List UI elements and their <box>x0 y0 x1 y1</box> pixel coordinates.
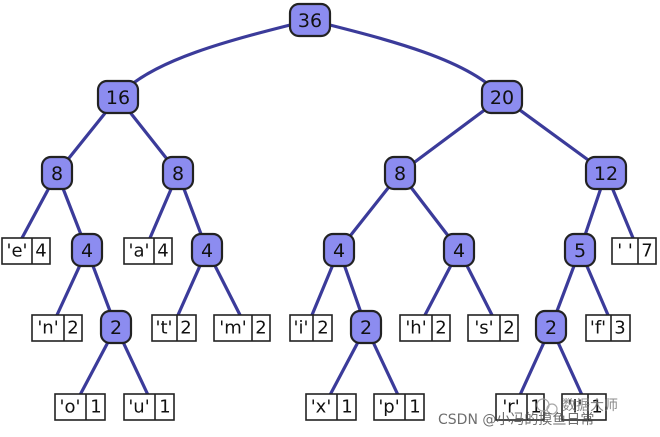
leaf-t: 't' 2 <box>151 314 197 342</box>
node-label: 36 <box>298 10 322 32</box>
leaf-count: 2 <box>317 318 328 339</box>
leaf-a: 'a' 4 <box>123 237 173 265</box>
node-label: 2 <box>360 317 372 339</box>
leaf-count: 7 <box>641 241 652 262</box>
node-label: 8 <box>51 163 63 185</box>
leaf-i: 'i' 2 <box>289 314 333 342</box>
leaf-count: 1 <box>90 397 101 418</box>
leaf-char: 's' <box>474 318 493 339</box>
leaf-count: 4 <box>35 241 46 262</box>
node-label: 16 <box>106 87 130 109</box>
leaf-count: 2 <box>255 318 266 339</box>
node-4-b: 4 <box>190 232 224 268</box>
node-label: 8 <box>172 163 184 185</box>
node-20: 20 <box>480 79 524 115</box>
wechat-logo-icon <box>536 398 558 415</box>
node-label: 20 <box>490 87 514 109</box>
node-label: 2 <box>545 317 557 339</box>
node-8-left: 8 <box>40 155 74 191</box>
leaf-e: 'e' 4 <box>1 237 51 265</box>
node-2-a: 2 <box>99 309 133 345</box>
leaf-char: 'p' <box>378 397 399 418</box>
node-8-right: 8 <box>383 155 417 191</box>
wechat-watermark-text: 数据大师 <box>562 398 618 414</box>
leaf-x: 'x' 1 <box>305 393 357 421</box>
node-12: 12 <box>584 155 628 191</box>
leaf-p: 'p' 1 <box>373 393 425 421</box>
leaf-n: 'n' 2 <box>31 314 83 342</box>
leaf-count: 3 <box>614 318 625 339</box>
leaf-char: 'n' <box>37 318 58 339</box>
leaf-count: 1 <box>530 397 541 418</box>
csdn-watermark-text: CSDN @小冯的摸鱼日常 <box>438 411 594 428</box>
leaf-char: 'u' <box>128 397 149 418</box>
node-label: 8 <box>394 163 406 185</box>
watermark: 数据大师 CSDN @小冯的摸鱼日常 <box>438 398 618 428</box>
leaf-char: 'o' <box>60 397 81 418</box>
edge-root-16 <box>116 18 312 99</box>
node-4-a: 4 <box>70 232 104 268</box>
node-label: 4 <box>333 240 345 262</box>
leaf-count: 2 <box>67 318 78 339</box>
leaf-l: 'l' 1 <box>561 393 607 421</box>
leaf-count: 2 <box>435 318 446 339</box>
leaf-count: 4 <box>157 241 168 262</box>
leaf-s: 's' 2 <box>467 314 519 342</box>
leaf-count: 1 <box>159 397 170 418</box>
leaf-space: ' ' 7 <box>611 237 657 265</box>
leaf-u: 'u' 1 <box>123 393 175 421</box>
node-5: 5 <box>563 232 597 268</box>
node-4-c: 4 <box>322 232 356 268</box>
leaf-count: 1 <box>341 397 352 418</box>
node-8-middle: 8 <box>161 155 195 191</box>
leaf-h: 'h' 2 <box>399 314 451 342</box>
node-label: 4 <box>453 240 465 262</box>
node-2-b: 2 <box>349 309 383 345</box>
leaf-char: 't' <box>156 318 173 339</box>
node-4-d: 4 <box>442 232 476 268</box>
leaf-char: 'r' <box>502 397 519 418</box>
leaf-char: 'f' <box>590 318 606 339</box>
leaf-o: 'o' 1 <box>54 393 106 421</box>
leaf-m: 'm' 2 <box>213 314 271 342</box>
leaf-char: 'e' <box>7 241 28 262</box>
edge-root-20 <box>308 18 504 99</box>
leaf-char: 'l' <box>568 397 583 418</box>
leaf-count: 2 <box>180 318 191 339</box>
node-16: 16 <box>96 79 140 115</box>
leaf-count: 1 <box>591 397 602 418</box>
node-label: 2 <box>110 317 122 339</box>
node-label: 4 <box>201 240 213 262</box>
node-2-c: 2 <box>534 309 568 345</box>
leaf-char: 'h' <box>405 318 426 339</box>
leaf-r: 'r' 1 <box>495 393 545 421</box>
leaf-char: 'i' <box>294 318 309 339</box>
leaf-char: 'a' <box>129 241 150 262</box>
leaf-f: 'f' 3 <box>585 314 631 342</box>
leaf-char: 'm' <box>219 318 246 339</box>
leaf-char: 'x' <box>311 397 332 418</box>
leaf-char: ' ' <box>617 241 633 262</box>
node-36: 36 <box>288 2 332 38</box>
leaf-count: 2 <box>503 318 514 339</box>
node-label: 5 <box>574 240 586 262</box>
node-label: 4 <box>81 240 93 262</box>
node-label: 12 <box>594 163 618 185</box>
leaf-count: 1 <box>409 397 420 418</box>
